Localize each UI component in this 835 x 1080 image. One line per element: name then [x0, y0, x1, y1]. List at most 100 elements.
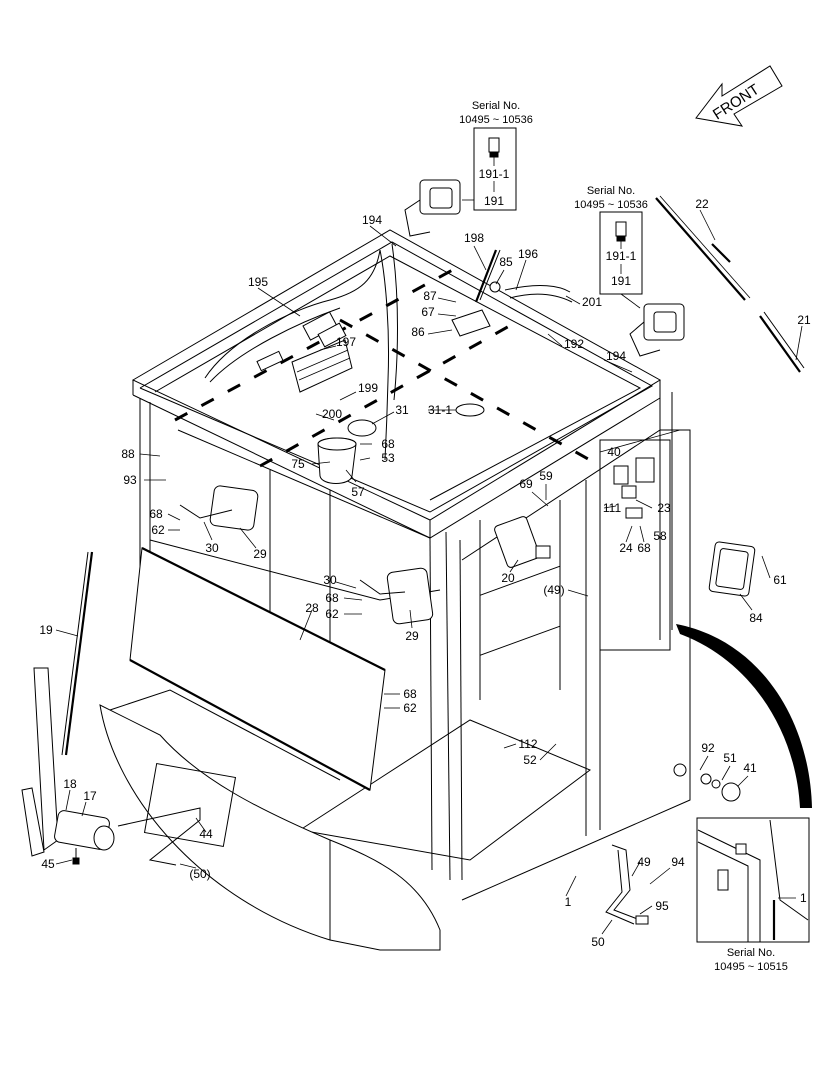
callout-29: 29	[253, 547, 267, 561]
top-bulb-inset-box	[473, 127, 517, 211]
top-bulb-lower-label: 191	[484, 194, 504, 208]
ground-cable	[611, 844, 641, 921]
callout-1: 1	[565, 895, 572, 909]
callout-50: 50	[591, 935, 605, 949]
callout-68d: 68	[325, 591, 339, 605]
callout-67: 67	[421, 305, 435, 319]
callout-68e: 68	[403, 687, 417, 701]
right-serial-range: 10495 ~ 10536	[574, 199, 648, 211]
top-bulb-upper-label: 191-1	[479, 167, 510, 181]
washer-motor	[54, 810, 115, 865]
callout-86: 86	[411, 325, 425, 339]
connector-block	[302, 311, 347, 348]
callout-196: 196	[518, 247, 538, 261]
callout-94: 94	[671, 855, 685, 869]
switch-panel	[256, 339, 353, 393]
callout-58: 58	[653, 529, 667, 543]
right-bulb-upper-label: 191-1	[606, 249, 637, 263]
work-light-right	[629, 303, 685, 357]
front-arrow-icon: FRONT	[695, 65, 783, 127]
callout-62b: 62	[325, 607, 339, 621]
power-socket	[673, 763, 741, 802]
inset-box	[696, 817, 810, 943]
callout-61: 61	[773, 573, 787, 587]
callout-198: 198	[464, 231, 484, 245]
callout-49-paren: (49)	[543, 583, 564, 597]
callout-19: 19	[39, 623, 53, 637]
relay-box	[494, 516, 551, 568]
callout-53: 53	[381, 451, 395, 465]
callout-68b: 68	[149, 507, 163, 521]
rear-wiper	[655, 195, 805, 373]
antenna	[451, 249, 501, 337]
part-callouts: 22 21 194 198 196 85 195 87 201 67 86 19…	[39, 197, 811, 949]
cup-holder	[317, 437, 357, 484]
callout-199: 199	[358, 381, 378, 395]
callout-192: 192	[564, 337, 584, 351]
callout-62c: 62	[403, 701, 417, 715]
detail-pointer-arc	[676, 624, 812, 808]
cab-roof	[131, 229, 661, 539]
right-bulb-lower-label: 191	[611, 274, 631, 288]
leader-lines	[55, 209, 803, 935]
callout-24: 24	[619, 541, 633, 555]
callout-30b: 30	[323, 573, 337, 587]
callout-28: 28	[305, 601, 319, 615]
callout-23: 23	[657, 501, 671, 515]
inset-serial-range: 10495 ~ 10515	[714, 961, 788, 973]
callout-57: 57	[351, 485, 365, 499]
callout-45: 45	[41, 857, 55, 871]
callout-195: 195	[248, 275, 268, 289]
inset-serial-title: Serial No.	[727, 947, 775, 959]
callout-68: 68	[381, 437, 395, 451]
callout-22: 22	[695, 197, 709, 211]
mirror-lower	[359, 567, 434, 625]
callout-49: 49	[637, 855, 651, 869]
callout-44: 44	[199, 827, 213, 841]
work-light-left	[404, 179, 461, 237]
room-lamp	[347, 403, 485, 437]
bulb-icon	[488, 137, 500, 158]
top-serial-range: 10495 ~ 10536	[459, 114, 533, 126]
lower-right-serial-note: 1 Serial No. 10495 ~ 10515	[696, 817, 810, 973]
callout-69: 69	[519, 477, 533, 491]
callout-40: 40	[607, 445, 621, 459]
callout-18: 18	[63, 777, 77, 791]
callout-50-paren: (50)	[189, 867, 210, 881]
callout-75: 75	[291, 457, 305, 471]
callout-92: 92	[701, 741, 715, 755]
callout-21: 21	[797, 313, 811, 327]
callout-84: 84	[749, 611, 763, 625]
callout-51: 51	[723, 751, 737, 765]
inset-part-label: 1	[800, 891, 807, 905]
top-serial-note: Serial No. 10495 ~ 10536 191-1 191	[459, 100, 533, 211]
callout-85: 85	[499, 255, 513, 269]
callout-95: 95	[655, 899, 669, 913]
callout-41: 41	[743, 761, 757, 775]
callout-68c: 68	[637, 541, 651, 555]
callout-197: 197	[336, 335, 356, 349]
callout-201: 201	[582, 295, 602, 309]
callout-31: 31	[395, 403, 409, 417]
top-serial-title: Serial No.	[472, 100, 520, 112]
switch-set	[613, 457, 655, 519]
callout-17: 17	[83, 789, 97, 803]
callout-30: 30	[205, 541, 219, 555]
callout-111: 111	[603, 501, 622, 515]
callout-194b: 194	[606, 349, 626, 363]
right-serial-note: Serial No. 10495 ~ 10536 191-1 191	[574, 185, 648, 309]
callout-20: 20	[501, 571, 515, 585]
callout-87: 87	[423, 289, 437, 303]
right-serial-title: Serial No.	[587, 185, 635, 197]
roof-harness	[204, 249, 381, 379]
callout-93: 93	[123, 473, 137, 487]
speaker-panel	[708, 541, 756, 597]
bulb-icon	[615, 221, 627, 242]
cable-50	[117, 807, 201, 866]
callout-200: 200	[322, 407, 342, 421]
callout-194: 194	[362, 213, 382, 227]
callout-31-1: 31-1	[428, 403, 452, 417]
callout-29b: 29	[405, 629, 419, 643]
front-wiper	[21, 551, 94, 857]
